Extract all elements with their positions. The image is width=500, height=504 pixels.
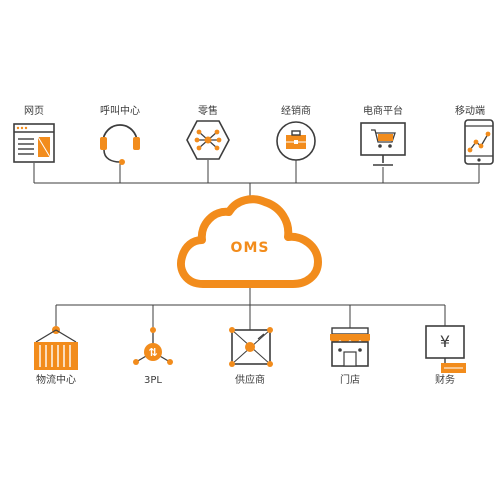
yen-glyph: ¥ [440,332,450,351]
label-webpage: 网页 [24,106,44,117]
headset-icon [100,124,140,165]
mobile-phone-icon [464,119,494,165]
finance-yen-icon: ¥ [425,325,466,373]
third-party-logistics-icon: ⇅ [133,327,173,365]
connector-lines [33,160,480,330]
label-dealer: 经销商 [281,106,311,117]
label-store: 门店 [340,375,360,386]
ecommerce-cart-monitor-icon [360,122,406,166]
label-supplier: 供应商 [235,375,265,386]
supplier-icon [229,327,273,367]
label-finance: 财务 [435,375,455,386]
label-logistics: 物流中心 [36,375,76,386]
retail-hexagon-icon [186,120,230,160]
store-icon [330,327,370,367]
label-mobile: 移动端 [455,106,485,117]
oms-label: OMS [230,240,270,256]
logistics-container-icon [34,326,78,370]
third-party-logistics-glyph: ⇅ [148,346,157,359]
label-3pl: 3PL [144,375,162,386]
webpage-icon [13,123,55,163]
label-call-center: 呼叫中心 [100,106,140,117]
label-retail: 零售 [198,106,218,117]
dealer-briefcase-icon [276,121,316,161]
label-ecommerce: 电商平台 [363,106,403,117]
oms-cloud-icon [177,195,322,288]
